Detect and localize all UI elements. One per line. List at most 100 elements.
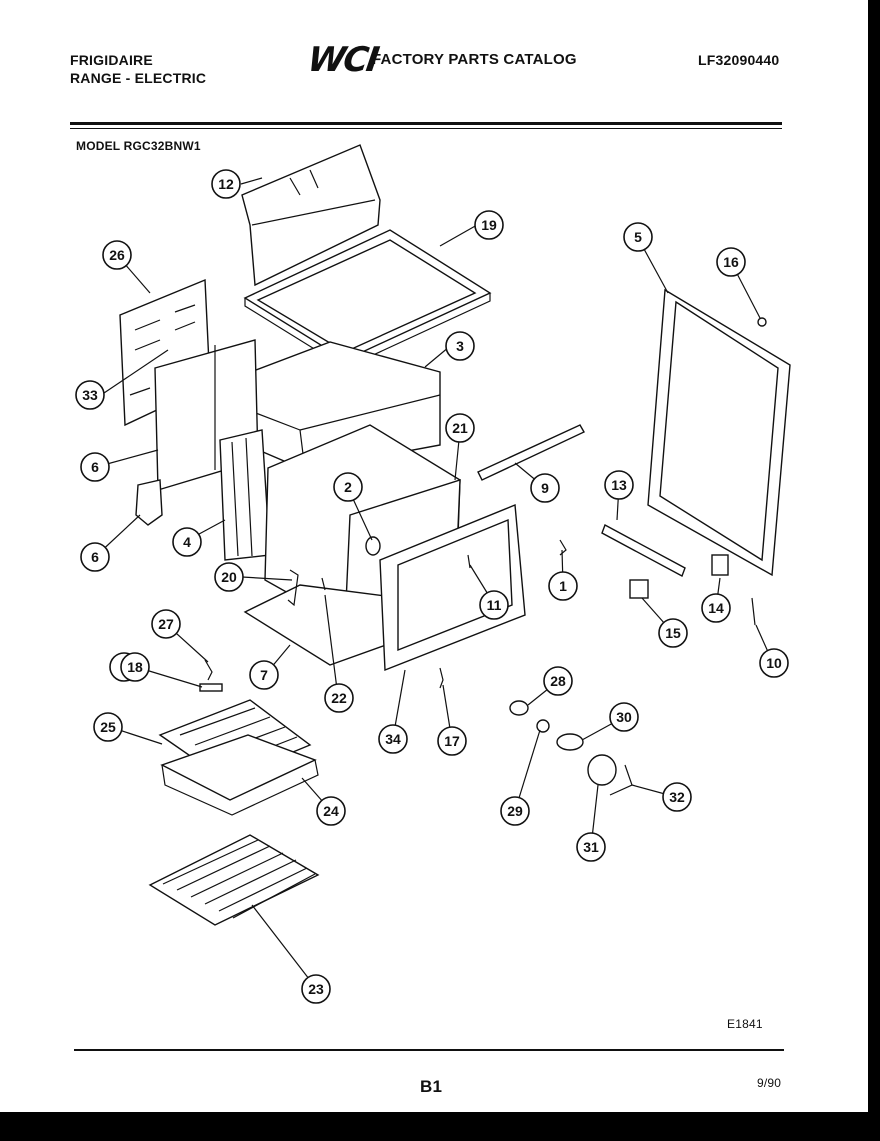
svg-text:16: 16 bbox=[723, 254, 739, 270]
page-number: B1 bbox=[420, 1077, 443, 1096]
header-rule-thick bbox=[70, 122, 782, 125]
svg-text:25: 25 bbox=[100, 719, 116, 735]
callout-9: 9 bbox=[530, 473, 560, 503]
svg-text:7: 7 bbox=[260, 667, 268, 683]
svg-text:32: 32 bbox=[669, 789, 685, 805]
header-rule-thin bbox=[70, 128, 782, 129]
svg-text:15: 15 bbox=[665, 625, 681, 641]
part-8-bracket bbox=[135, 479, 163, 526]
svg-text:5: 5 bbox=[634, 229, 642, 245]
svg-text:14: 14 bbox=[708, 600, 724, 616]
part-27-latch bbox=[204, 659, 213, 681]
part-18-latch-bracket bbox=[199, 683, 223, 692]
svg-text:10: 10 bbox=[766, 655, 782, 671]
callout-16: 16 bbox=[716, 247, 746, 277]
part-22-clip bbox=[321, 577, 326, 591]
part-4-side-insulation bbox=[219, 429, 271, 561]
svg-text:22: 22 bbox=[331, 690, 347, 706]
callout-7: 7 bbox=[249, 660, 279, 690]
svg-text:6: 6 bbox=[91, 459, 99, 475]
revision-date: 9/90 bbox=[757, 1076, 782, 1090]
callout-24: 24 bbox=[316, 796, 346, 826]
svg-text:21: 21 bbox=[452, 420, 468, 436]
part-23-oven-rack bbox=[148, 834, 320, 926]
callout-25: 25 bbox=[93, 712, 123, 742]
callout-11: 11 bbox=[479, 590, 509, 620]
svg-text:33: 33 bbox=[82, 387, 98, 403]
callout-12: 12 bbox=[211, 169, 241, 199]
part-20-bracket bbox=[287, 569, 299, 607]
callout-28: 28 bbox=[543, 666, 573, 696]
svg-text:12: 12 bbox=[218, 176, 234, 192]
callout-19: 19 bbox=[474, 210, 504, 240]
parts-diagram-page: FRIGIDAIRE RANGE - ELECTRIC WCI FACTORY … bbox=[0, 0, 868, 1112]
svg-text:13: 13 bbox=[611, 477, 627, 493]
callout-23: 23 bbox=[301, 974, 331, 1004]
svg-text:19: 19 bbox=[481, 217, 497, 233]
callout-18: 18 bbox=[120, 652, 150, 682]
part-15-block bbox=[629, 579, 649, 599]
callout-27: 27 bbox=[151, 609, 181, 639]
part-13-rail bbox=[601, 524, 686, 577]
svg-text:27: 27 bbox=[158, 616, 174, 632]
part-30-bulb bbox=[556, 733, 584, 751]
svg-text:11: 11 bbox=[487, 597, 502, 613]
part-24-broil-pan bbox=[160, 734, 319, 816]
callout-1: 1 bbox=[548, 571, 578, 601]
callout-10: 10 bbox=[759, 648, 789, 678]
part-34-door-frame bbox=[379, 503, 526, 672]
callout-6-upper: 6 bbox=[80, 452, 110, 482]
callout-17: 17 bbox=[437, 726, 467, 756]
svg-text:34: 34 bbox=[385, 731, 401, 747]
callout-26: 26 bbox=[102, 240, 132, 270]
svg-text:18: 18 bbox=[127, 659, 143, 675]
part-29-bulb bbox=[536, 719, 550, 733]
part-12-back-panel bbox=[241, 144, 381, 287]
svg-text:20: 20 bbox=[221, 569, 237, 585]
svg-text:17: 17 bbox=[444, 733, 460, 749]
callout-20: 20 bbox=[214, 562, 244, 592]
part-10-screw bbox=[751, 597, 756, 626]
callout-4: 4 bbox=[172, 527, 202, 557]
callout-3: 3 bbox=[445, 331, 475, 361]
callout-32: 32 bbox=[662, 782, 692, 812]
callout-2: 2 bbox=[333, 472, 363, 502]
callout-30: 30 bbox=[609, 702, 639, 732]
svg-text:31: 31 bbox=[583, 839, 599, 855]
part-5-side-frame bbox=[647, 288, 791, 577]
svg-text:29: 29 bbox=[507, 803, 523, 819]
footer-rule bbox=[74, 1049, 784, 1051]
catalog-number: LF32090440 bbox=[698, 52, 780, 68]
svg-text:1: 1 bbox=[559, 578, 567, 594]
svg-text:3: 3 bbox=[456, 338, 464, 354]
callout-6-lower: 6 bbox=[80, 542, 110, 572]
svg-text:23: 23 bbox=[308, 981, 324, 997]
callout-22: 22 bbox=[324, 683, 354, 713]
callout-34: 34 bbox=[378, 724, 408, 754]
part-31-knob bbox=[587, 754, 617, 786]
brand-name: FRIGIDAIRE bbox=[70, 52, 153, 68]
callout-15: 15 bbox=[658, 618, 688, 648]
part-9-trim-strip bbox=[477, 424, 585, 481]
svg-text:2: 2 bbox=[344, 479, 352, 495]
svg-text:9: 9 bbox=[541, 480, 549, 496]
model-number: MODEL RGC32BNW1 bbox=[76, 139, 201, 153]
part-1-fastener bbox=[559, 539, 567, 556]
svg-text:4: 4 bbox=[183, 534, 191, 550]
part-14-clip bbox=[711, 554, 729, 576]
callout-14: 14 bbox=[701, 593, 731, 623]
part-28-grommet bbox=[509, 700, 529, 716]
callout-29: 29 bbox=[500, 796, 530, 826]
product-type: RANGE - ELECTRIC bbox=[70, 70, 207, 86]
part-2-oven-element bbox=[365, 536, 381, 556]
callout-33: 33 bbox=[75, 380, 105, 410]
svg-text:6: 6 bbox=[91, 549, 99, 565]
svg-text:24: 24 bbox=[323, 803, 339, 819]
callout-13: 13 bbox=[604, 470, 634, 500]
catalog-title: FACTORY PARTS CATALOG bbox=[372, 51, 577, 68]
part-11-hinge-pin bbox=[467, 554, 471, 569]
diagram-code: E1841 bbox=[727, 1017, 763, 1031]
exploded-view-drawing: 1 2 3 4 5 6 6 7 8 9 10 11 12 13 14 15 16… bbox=[75, 144, 791, 1004]
callout-31: 31 bbox=[576, 832, 606, 862]
callout-21: 21 bbox=[445, 413, 475, 443]
